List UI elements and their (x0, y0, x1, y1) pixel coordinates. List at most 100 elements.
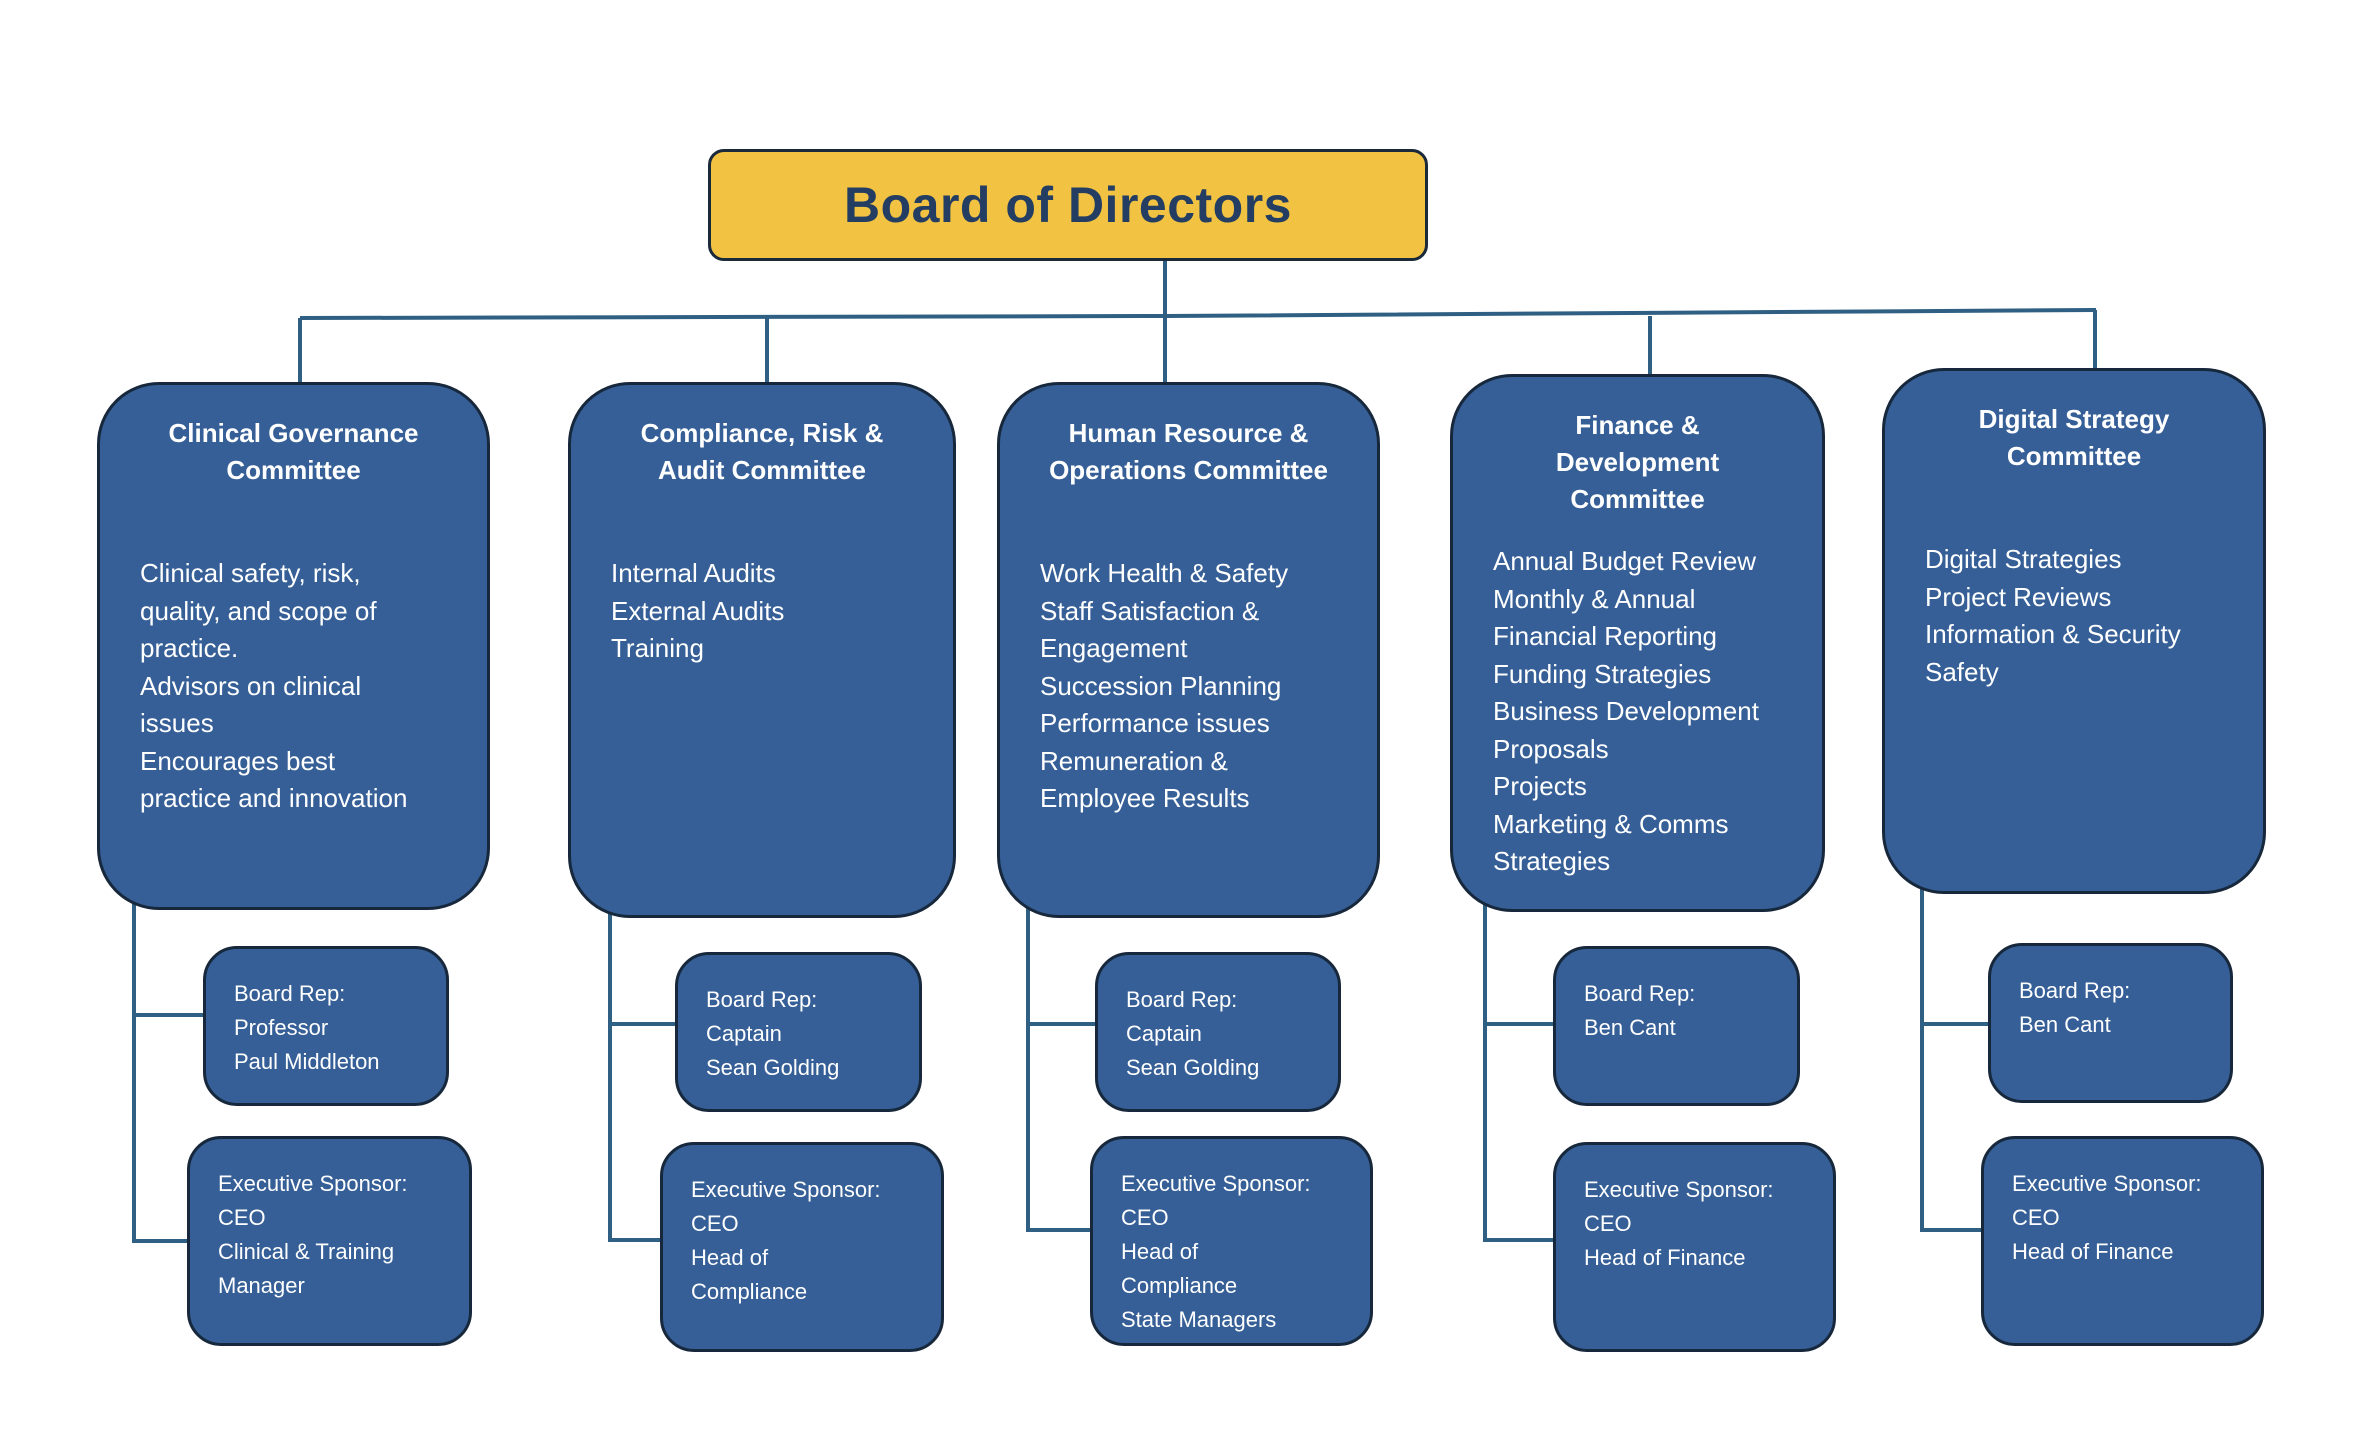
connector-col3-exec (1026, 1024, 1093, 1232)
role-holder: Compliance (691, 1279, 808, 1304)
responsibility-line: Annual Budget Review (1493, 546, 1757, 576)
role-holder: Head of (691, 1245, 769, 1270)
responsibility-line: Succession Planning (1040, 670, 1282, 701)
responsibility-line: quality, and scope of (140, 595, 377, 626)
role-holder: Captain (1126, 1021, 1202, 1046)
role-holder: CEO (691, 1211, 739, 1236)
committee-title-line: Compliance, Risk & (640, 418, 884, 448)
committee-title-line: Audit Committee (658, 455, 866, 485)
role-label: Executive Sponsor: (1584, 1177, 1774, 1202)
role-label: Board Rep: (1126, 987, 1238, 1012)
exec-sponsor-text: Executive Sponsor: CEO Head of Finance (1584, 1173, 1774, 1275)
board-rep-node: Board Rep: Ben Cant (1553, 946, 1800, 1106)
role-holder: Ben Cant (1584, 1015, 1676, 1040)
exec-sponsor-node: Executive Sponsor: CEO Head of Finance (1553, 1142, 1836, 1352)
responsibility-line: Proposals (1493, 733, 1609, 764)
role-holder: Clinical & Training (218, 1239, 395, 1264)
role-holder: Paul Middleton (234, 1049, 380, 1074)
exec-sponsor-text: Executive Sponsor: CEO Head of Compliance (691, 1173, 881, 1309)
responsibility-line: Advisors on clinical (140, 670, 362, 701)
responsibility-line: Project Reviews (1925, 581, 2112, 612)
responsibility-line: Projects (1493, 771, 1587, 801)
responsibility-line: Staff Satisfaction & (1040, 595, 1260, 626)
connector-col5-exec (1920, 1024, 1985, 1232)
role-holder: Ben Cant (2019, 1012, 2111, 1037)
role-holder: State Managers (1121, 1307, 1277, 1332)
connector-col4-exec (1483, 1024, 1556, 1242)
board-rep-text: Board Rep: Ben Cant (1584, 977, 1695, 1045)
role-holder: Head of (1121, 1239, 1199, 1264)
responsibility-line: Safety (1925, 656, 1999, 687)
connector-col2-exec (608, 1024, 665, 1242)
responsibility-line: Financial Reporting (1493, 621, 1718, 651)
responsibility-line: Employee Results (1040, 783, 1250, 813)
responsibility-line: Monthly & Annual (1493, 583, 1696, 614)
responsibility-line: Performance issues (1040, 708, 1270, 738)
committee-title-line: Committee (2006, 441, 2142, 471)
role-holder: Head of Finance (1584, 1245, 1746, 1270)
committee-title-line: Committee (226, 455, 361, 485)
committee-title-line: Operations Committee (1049, 455, 1328, 485)
responsibility-line: Remuneration & (1040, 745, 1228, 776)
role-label: Executive Sponsor: (218, 1171, 408, 1196)
board-of-directors-node: Board of Directors (708, 149, 1428, 261)
responsibility-line: practice and innovation (140, 783, 408, 813)
committee-title-line: Development (1555, 447, 1720, 477)
responsibility-line: External Audits (611, 595, 785, 626)
role-holder: Head of Finance (2012, 1239, 2174, 1264)
responsibility-line: practice. (140, 633, 239, 663)
responsibility-line: Encourages best (140, 745, 336, 776)
exec-sponsor-node: Executive Sponsor: CEO Head of Compliance (660, 1142, 944, 1352)
connector-col1-exec (132, 1015, 200, 1243)
exec-sponsor-node: Executive Sponsor: CEO Clinical & Training… (187, 1136, 472, 1346)
responsibility-line: issues (140, 708, 214, 738)
responsibility-line: Funding Strategies (1493, 658, 1712, 689)
committee-title-line: Committee (1570, 484, 1705, 514)
connector-col5-rep (1920, 880, 1990, 1026)
responsibility-line: Work Health & Safety (1040, 558, 1289, 588)
connector-bus (299, 308, 2097, 320)
responsibility-line: Marketing & Comms (1493, 808, 1729, 839)
role-holder: CEO (218, 1205, 266, 1230)
role-label: Board Rep: (706, 987, 818, 1012)
responsibility-line: Business Development (1493, 696, 1759, 726)
role-holder: Sean Golding (706, 1055, 840, 1080)
role-holder: CEO (1584, 1211, 1632, 1236)
board-title: Board of Directors (844, 177, 1292, 233)
committee-title: Compliance, Risk & Audit Committee (571, 415, 953, 489)
role-holder: Sean Golding (1126, 1055, 1260, 1080)
responsibility-line: Strategies (1493, 846, 1611, 876)
committee-responsibilities: Clinical safety, risk,quality, and scope… (140, 555, 471, 818)
role-holder: Manager (218, 1273, 305, 1298)
responsibility-line: Internal Audits (611, 558, 776, 588)
board-rep-node: Board Rep:Ben Cant (1988, 943, 2233, 1103)
responsibility-line: Digital Strategies (1925, 544, 2122, 574)
responsibility-line: Engagement (1040, 633, 1188, 663)
role-label: Board Rep: (234, 981, 346, 1006)
role-label: Executive Sponsor: (691, 1177, 881, 1202)
role-holder: CEO (2012, 1205, 2060, 1230)
role-label: Board Rep: (1584, 981, 1696, 1006)
role-holder: Captain (706, 1021, 782, 1046)
role-holder: Professor (234, 1015, 329, 1040)
board-rep-text: Board Rep:Ben Cant (2019, 974, 2130, 1042)
